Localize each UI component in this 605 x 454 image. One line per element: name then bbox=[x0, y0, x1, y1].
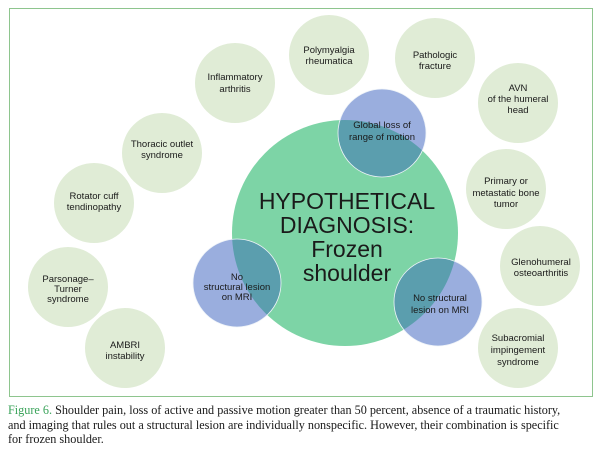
label-line: HYPOTHETICAL bbox=[259, 188, 436, 214]
label-line: AMBRI bbox=[110, 340, 140, 351]
label-line: Polymyalgia bbox=[303, 45, 355, 56]
label-line: head bbox=[507, 105, 528, 116]
figure-caption: Figure 6. Shoulder pain, loss of active … bbox=[8, 403, 568, 447]
differential-circle bbox=[478, 308, 558, 388]
differential-circle bbox=[500, 226, 580, 306]
criterion-overlap bbox=[338, 120, 426, 177]
label-line: metastatic bone bbox=[472, 188, 539, 199]
label-line: lesion on MRI bbox=[411, 305, 469, 316]
label-line: No bbox=[231, 272, 243, 283]
label-line: Pathologic bbox=[413, 50, 458, 61]
label-line: syndrome bbox=[141, 150, 183, 161]
label-line: of the humeral bbox=[488, 94, 549, 105]
label-line: Global loss of bbox=[353, 120, 411, 131]
label-line: Subacromial bbox=[492, 333, 545, 344]
label-line: impingement bbox=[491, 345, 546, 356]
label-line: Turner bbox=[54, 284, 82, 295]
differential-circle bbox=[122, 113, 202, 193]
label-line: DIAGNOSIS: bbox=[280, 212, 414, 238]
differential-circle bbox=[478, 63, 558, 143]
differential-circle bbox=[395, 18, 475, 98]
label-line: Primary or bbox=[484, 176, 528, 187]
label-line: rheumatica bbox=[306, 56, 354, 67]
label-line: AVN bbox=[509, 83, 528, 94]
label-line: on MRI bbox=[222, 292, 253, 303]
differential-circle bbox=[54, 163, 134, 243]
label-line: Thoracic outlet bbox=[131, 139, 194, 150]
label-line: fracture bbox=[419, 61, 451, 72]
label-line: osteoarthritis bbox=[514, 268, 569, 279]
differential-circle bbox=[466, 149, 546, 229]
caption-text: Shoulder pain, loss of active and passiv… bbox=[8, 403, 561, 446]
differential-circle bbox=[28, 247, 108, 327]
label-line: syndrome bbox=[497, 357, 539, 368]
label-line: Parsonage– bbox=[42, 274, 94, 285]
label-line: syndrome bbox=[47, 294, 89, 305]
label-line: tumor bbox=[494, 199, 518, 210]
label-line: Glenohumeral bbox=[511, 257, 571, 268]
label-line: Frozen bbox=[311, 236, 383, 262]
differential-circle bbox=[85, 308, 165, 388]
label-line: tendinopathy bbox=[67, 202, 122, 213]
criterion-outline bbox=[192, 238, 282, 328]
figure-frame bbox=[9, 8, 593, 397]
label-line: instability bbox=[105, 351, 144, 362]
label-line: Rotator cuff bbox=[70, 191, 119, 202]
criterion-outline bbox=[393, 257, 483, 347]
criterion-outline bbox=[337, 88, 427, 178]
label-line: structural lesion bbox=[204, 282, 271, 293]
label-line: No structural bbox=[413, 293, 467, 304]
label-line: range of motion bbox=[349, 132, 415, 143]
label-line: arthritis bbox=[219, 84, 250, 95]
caption-label: Figure 6. bbox=[8, 403, 53, 417]
differential-circle bbox=[289, 15, 369, 95]
differential-circle bbox=[195, 43, 275, 123]
label-line: Inflammatory bbox=[208, 72, 263, 83]
label-line: shoulder bbox=[303, 260, 392, 286]
